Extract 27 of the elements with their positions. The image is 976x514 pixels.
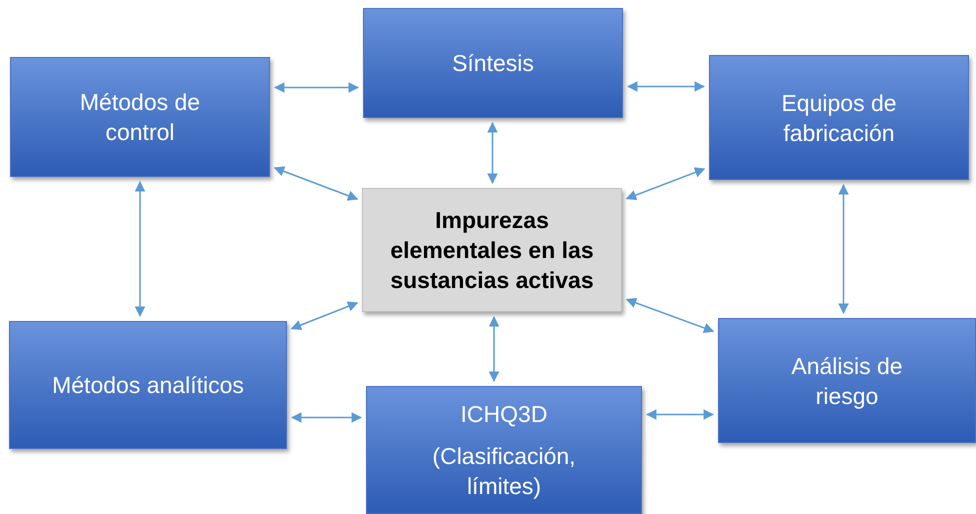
box-text: Impurezas elementales en las sustancias activas [389, 206, 595, 295]
box-text: Análisis de riesgo [790, 352, 904, 410]
box-text: Equipos de fabricación [780, 88, 898, 148]
box-text: (Clasificación, límites) [431, 442, 577, 501]
double-arrow [134, 180, 146, 318]
topic-box [366, 386, 642, 514]
box-text: Síntesis [452, 49, 534, 78]
topic-box [363, 8, 623, 118]
topic-box [718, 318, 976, 443]
box-text: ICHQ3D [460, 400, 548, 429]
double-arrow [488, 316, 500, 382]
double-arrow [646, 409, 714, 420]
double-arrow [274, 166, 358, 201]
double-arrow [626, 167, 706, 200]
double-arrow [626, 298, 714, 334]
topic-box [9, 321, 287, 449]
topic-box [10, 57, 270, 177]
double-arrow [838, 184, 849, 314]
box-text: Métodos analíticos [52, 371, 244, 400]
double-arrow [487, 122, 498, 184]
box-text: Métodos de control [78, 88, 202, 147]
topic-box [709, 55, 969, 180]
double-arrow [290, 301, 358, 330]
central-box [362, 188, 622, 312]
double-arrow [274, 82, 360, 93]
double-arrow [626, 81, 706, 92]
double-arrow [290, 412, 362, 423]
